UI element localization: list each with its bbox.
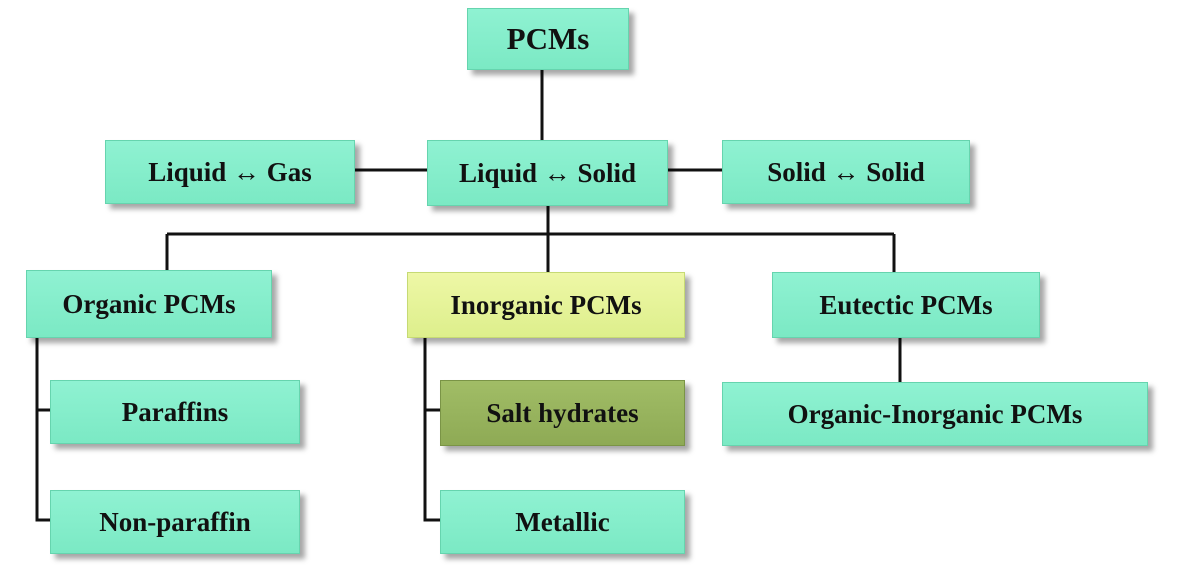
node-liquid-gas: Liquid ↔ Gas (105, 140, 355, 204)
connector-organic-children (35, 338, 50, 522)
node-eutectic-pcms: Eutectic PCMs (772, 272, 1040, 338)
node-pcms: PCMs (467, 8, 629, 70)
node-non-paraffin: Non-paraffin (50, 490, 300, 554)
node-inorganic-pcms: Inorganic PCMs (407, 272, 685, 338)
node-paraffins: Paraffins (50, 380, 300, 444)
connector-inorganic-children (423, 338, 440, 522)
node-organic-inorganic-pcms: Organic-Inorganic PCMs (722, 382, 1148, 446)
node-metallic: Metallic (440, 490, 685, 554)
node-organic-pcms: Organic PCMs (26, 270, 272, 338)
node-liquid-solid: Liquid ↔ Solid (427, 140, 668, 206)
node-solid-solid: Solid ↔ Solid (722, 140, 970, 204)
node-salt-hydrates: Salt hydrates (440, 380, 685, 446)
